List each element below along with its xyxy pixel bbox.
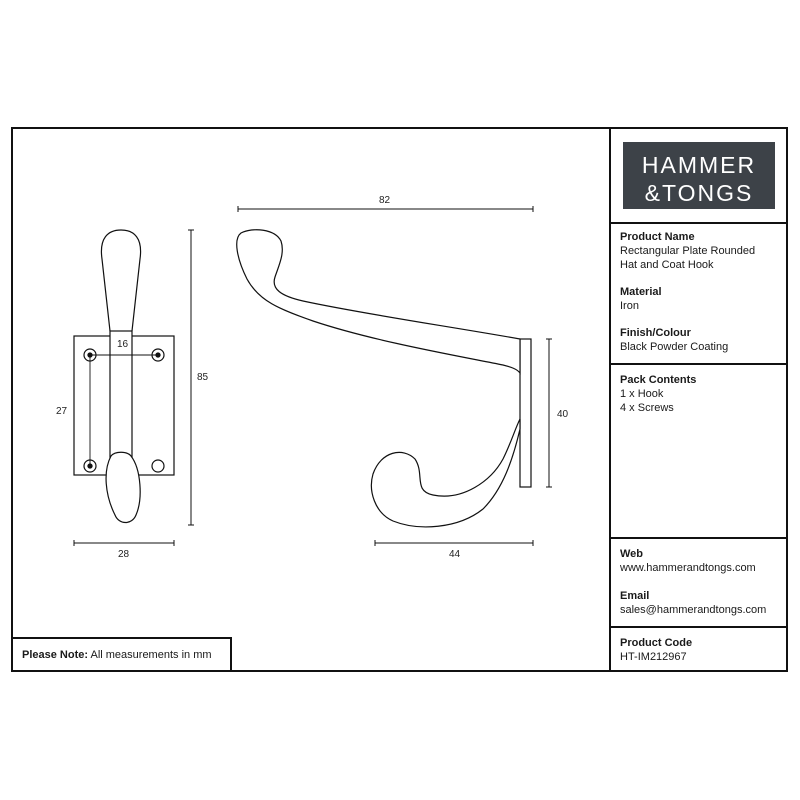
- front-height-label: 85: [197, 372, 209, 383]
- email-value[interactable]: sales@hammerandtongs.com: [620, 604, 767, 616]
- web-group: Web www.hammerandtongs.com: [620, 547, 785, 575]
- side-projection-label: 44: [449, 549, 461, 560]
- side-hook-outline: [236, 229, 521, 375]
- product-name-line1: Rectangular Plate Rounded: [620, 245, 756, 257]
- drawing-sheet: 16 27 85 28 82: [11, 127, 788, 672]
- info-sidebar: HAMMER &TONGS Product Name Rectangular P…: [609, 129, 788, 670]
- divider-logo: [611, 222, 788, 224]
- plate-height-label: 27: [56, 406, 68, 417]
- front-upper-arm: [100, 229, 142, 332]
- technical-drawing: 16 27 85 28 82: [56, 195, 569, 560]
- divider-code: [611, 626, 788, 628]
- pack-contents-group: Pack Contents 1 x Hook 4 x Screws: [620, 373, 785, 415]
- material-group: Material Iron: [620, 285, 785, 313]
- finish-value: Black Powder Coating: [620, 341, 729, 353]
- measurement-note: Please Note: All measurements in mm: [13, 637, 232, 670]
- front-width-label: 28: [118, 549, 130, 560]
- side-length-dim: [237, 206, 534, 212]
- side-length-label: 82: [379, 195, 391, 206]
- front-lower-arm: [105, 451, 141, 524]
- pack-contents-label: Pack Contents: [620, 374, 697, 386]
- brand-name-line1: HAMMER: [641, 152, 757, 178]
- material-value: Iron: [620, 300, 639, 312]
- web-value[interactable]: www.hammerandtongs.com: [620, 562, 756, 574]
- product-name-line2: Hat and Coat Hook: [620, 259, 714, 271]
- email-label: Email: [620, 590, 650, 602]
- product-name-group: Product Name Rectangular Plate Rounded H…: [620, 230, 785, 272]
- material-label: Material: [620, 286, 662, 298]
- screw-hole-bottom-right: [151, 459, 165, 473]
- front-view: [73, 229, 175, 524]
- pack-contents-line2: 4 x Screws: [620, 402, 674, 414]
- finish-label: Finish/Colour: [620, 327, 691, 339]
- brand-name-line2: &TONGS: [644, 180, 754, 206]
- side-view: [236, 229, 532, 528]
- note-label: Please Note:: [22, 649, 89, 661]
- product-code-label: Product Code: [620, 637, 693, 649]
- hole-spacing-dim: [87, 352, 161, 469]
- email-group: Email sales@hammerandtongs.com: [620, 589, 785, 617]
- side-projection-dim: [374, 540, 534, 546]
- side-plate: [519, 338, 532, 488]
- brand-logo: HAMMER &TONGS: [623, 142, 775, 209]
- side-plate-height-label: 40: [557, 409, 569, 420]
- hole-spacing-label: 16: [117, 339, 129, 350]
- product-code-value: HT-IM212967: [620, 651, 687, 663]
- side-lower-curl: [370, 418, 521, 528]
- divider-contact: [611, 537, 788, 539]
- front-height-dim: [188, 229, 194, 526]
- note-text: All measurements in mm: [90, 649, 212, 661]
- front-width-dim: [73, 540, 175, 546]
- web-label: Web: [620, 548, 644, 560]
- side-plate-height-dim: [546, 338, 552, 488]
- product-name-label: Product Name: [620, 231, 695, 243]
- finish-group: Finish/Colour Black Powder Coating: [620, 326, 785, 354]
- divider-pack: [611, 363, 788, 365]
- front-stem: [109, 330, 133, 460]
- product-code-group: Product Code HT-IM212967: [620, 636, 785, 664]
- pack-contents-line1: 1 x Hook: [620, 388, 664, 400]
